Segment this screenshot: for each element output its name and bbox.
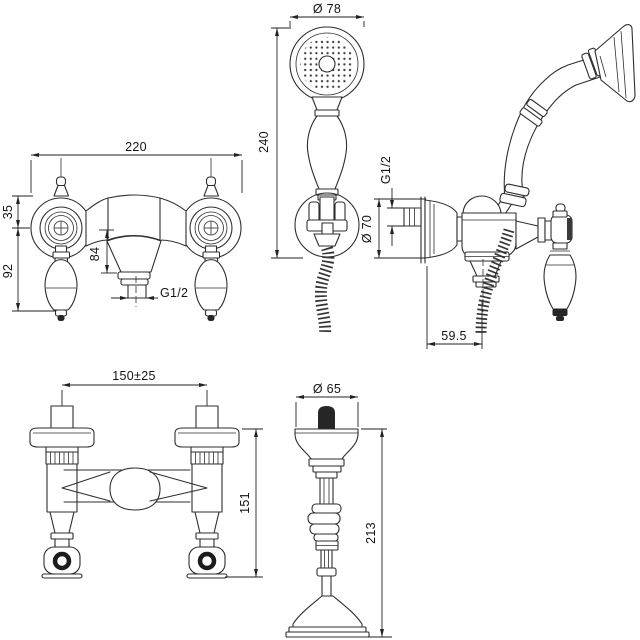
dim-label-center-to-handle-end: 92 <box>1 264 15 279</box>
shower-hose <box>314 246 335 335</box>
dim-wall-projection: 59.5 <box>426 266 483 349</box>
inlet-nipple <box>403 207 422 227</box>
dim-center-to-outlet: 84 <box>88 229 117 274</box>
dim-label-overall-width: 220 <box>125 140 147 154</box>
shower-neck <box>311 96 343 111</box>
dim-inlet-spacing: 150±25 <box>61 369 208 428</box>
handshower-side <box>503 56 601 199</box>
dim-head-diameter: Ø 78 <box>289 2 365 27</box>
valve-and-handle <box>39 176 83 321</box>
eccentric-connector <box>52 551 72 571</box>
dim-inlet-thread: G1/2 <box>379 156 405 246</box>
dim-label-side-height: 213 <box>364 522 378 544</box>
base-trumpet <box>292 595 363 628</box>
dim-overall-width: 220 <box>30 140 243 193</box>
view-deck-mixer-side: Ø 65 213 <box>285 382 392 638</box>
view-handshower-front: Ø 78 240 <box>257 2 365 335</box>
dim-label-deck-height: 151 <box>238 492 252 514</box>
swivel-knuckle <box>307 503 342 542</box>
dim-label-head-diameter: Ø 78 <box>313 2 341 16</box>
valve-stub <box>318 406 335 429</box>
dim-flange-to-center: 35 <box>1 195 33 229</box>
dim-outlet-thread: G1/2 <box>111 286 188 300</box>
side-cup <box>294 428 359 460</box>
dim-center-to-handle-end: 92 <box>1 228 56 312</box>
dim-escutcheon-diameter: Ø 70 <box>360 198 426 259</box>
bracket-clamp <box>306 196 348 247</box>
shower-head <box>289 26 365 102</box>
dim-label-outlet-thread: G1/2 <box>160 286 188 300</box>
dim-shower-length: 240 <box>257 27 303 259</box>
dim-label-shower-length: 240 <box>257 131 271 153</box>
shower-handle <box>306 115 348 190</box>
side-handle <box>543 203 577 321</box>
spout <box>106 235 162 307</box>
dim-side-height: 213 <box>361 428 392 638</box>
view-wall-mixer-side: G1/2 Ø 70 <box>360 24 636 349</box>
deck-leg <box>29 405 95 579</box>
dim-label-inlet-spacing: 150±25 <box>112 369 155 383</box>
dim-deck-height: 151 <box>225 428 263 578</box>
view-deck-mixer-front: 150±25 <box>29 369 263 579</box>
dim-label-cup-diameter: Ø 65 <box>313 382 341 396</box>
shower-hose-side <box>475 228 515 335</box>
dim-cup-diameter: Ø 65 <box>295 382 359 427</box>
dim-label-inlet-thread: G1/2 <box>379 156 393 184</box>
side-escutcheon <box>424 199 458 259</box>
dim-label-wall-projection: 59.5 <box>441 329 467 343</box>
deck-body-lens <box>109 467 161 511</box>
dim-label-flange-to-center: 35 <box>1 205 15 220</box>
dim-label-escutcheon-diameter: Ø 70 <box>360 215 374 243</box>
dim-label-center-to-outlet: 84 <box>88 247 102 262</box>
view-wall-mixer-front: 220 <box>1 140 243 322</box>
body-dome <box>462 195 502 214</box>
shower-head-side <box>594 24 636 103</box>
